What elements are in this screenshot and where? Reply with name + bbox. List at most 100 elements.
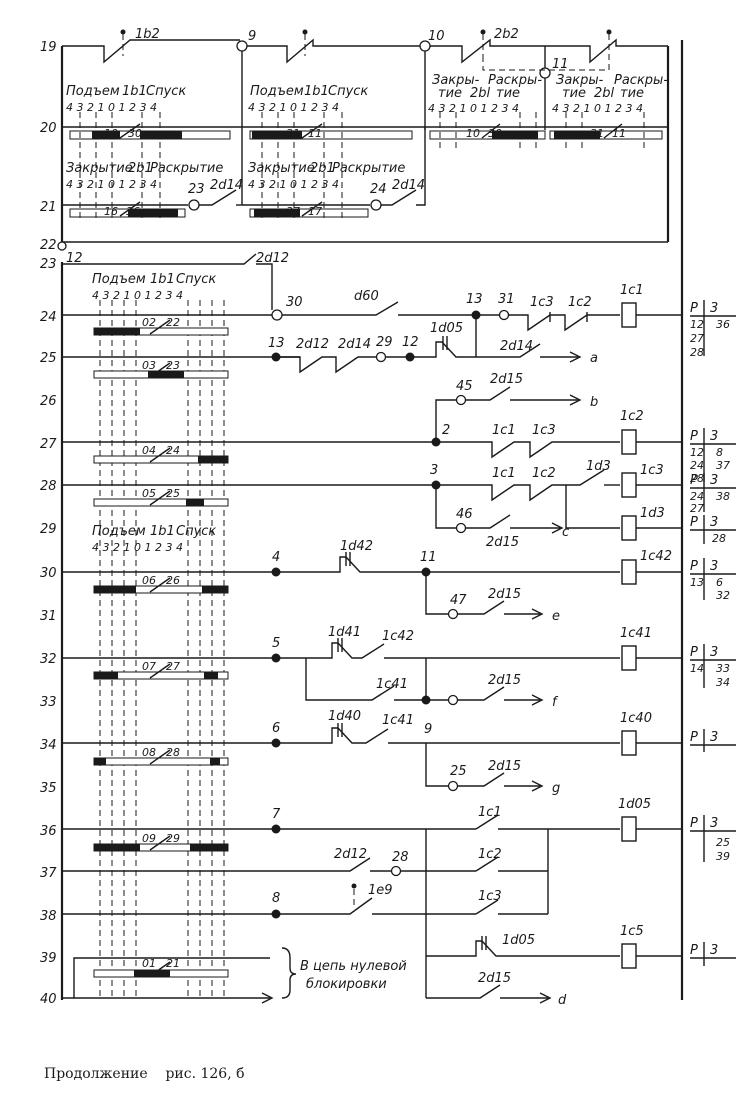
svg-text:28: 28: [712, 532, 726, 545]
svg-text:11: 11: [420, 550, 437, 565]
svg-text:2d14: 2d14: [500, 339, 533, 354]
svg-text:1c42: 1c42: [382, 629, 414, 644]
svg-text:24: 24: [690, 490, 704, 503]
reference-tables: P 3 12 36 27 28 P 3 12 8 24 37 28 P 3 24…: [690, 300, 736, 966]
row-number-33: 33: [40, 695, 57, 710]
contact-2b2-label: 2b2: [494, 27, 519, 42]
svg-text:29: 29: [376, 335, 393, 350]
svg-text:Подъем: Подъем: [250, 84, 304, 99]
coil-1d3: [621, 515, 637, 541]
node-23: [188, 199, 200, 211]
svg-text:1b1: 1b1: [150, 524, 175, 539]
node-47: [447, 608, 459, 620]
svg-text:33: 33: [716, 662, 730, 675]
svg-text:2d15: 2d15: [488, 587, 521, 602]
node-29: [375, 351, 387, 363]
svg-text:6: 6: [272, 721, 280, 736]
row-number-24: 24: [40, 310, 57, 325]
svg-text:11: 11: [308, 127, 322, 140]
svg-text:9: 9: [424, 722, 432, 737]
svg-text:36: 36: [716, 318, 730, 331]
node-28: [390, 865, 402, 877]
svg-text:3: 3: [710, 559, 718, 574]
row-34: 08 28 6 1d40 1c41 9 1c40 25 2d15 g: [62, 709, 682, 796]
row-number-26: 26: [40, 394, 57, 409]
svg-text:13: 13: [690, 576, 704, 589]
svg-text:30: 30: [286, 295, 303, 310]
svg-text:тие: тие: [620, 86, 644, 101]
svg-text:28: 28: [690, 346, 704, 359]
switch-block-left: Подъем 1b1 Спуск 4 3 2 1 0 1 2 3 4 10 30…: [62, 84, 243, 222]
svg-text:02: 02: [142, 316, 156, 329]
svg-text:3: 3: [710, 515, 718, 530]
row-number-21: 21: [40, 200, 57, 215]
svg-text:2: 2: [442, 423, 450, 438]
node-8: [271, 909, 281, 919]
node-45: [455, 394, 467, 406]
contact-1b2-label: 1b2: [135, 27, 160, 42]
svg-text:Раскры-: Раскры-: [614, 73, 668, 88]
node-46: [455, 522, 467, 534]
svg-text:P: P: [690, 816, 698, 831]
svg-text:08: 08: [142, 746, 156, 759]
svg-text:4 3 2 1 0 1 2 3 4: 4 3 2 1 0 1 2 3 4: [92, 289, 183, 302]
svg-text:25: 25: [716, 836, 730, 849]
svg-text:30: 30: [128, 127, 142, 140]
svg-text:46: 46: [456, 507, 473, 522]
node-7: [271, 824, 281, 834]
output-b: b: [590, 395, 598, 410]
svg-text:P: P: [690, 301, 698, 316]
row-26: 45 2d15 b: [435, 372, 598, 442]
row-number-22: 22: [40, 238, 57, 253]
svg-text:1d05: 1d05: [618, 797, 651, 812]
svg-text:P: P: [690, 943, 698, 958]
svg-text:P: P: [690, 515, 698, 530]
svg-text:1c41: 1c41: [376, 677, 408, 692]
node-10-label: 10: [428, 29, 445, 44]
svg-text:22: 22: [166, 316, 180, 329]
row-number-38: 38: [40, 909, 57, 924]
svg-text:01: 01: [142, 957, 156, 970]
node-6: [271, 738, 281, 748]
row-30: 06 26 4 1d42 11 1c42 47 2d15 e: [62, 539, 682, 624]
svg-text:P: P: [690, 645, 698, 660]
svg-text:13: 13: [466, 292, 483, 307]
svg-text:4 3 2 1 0 1 2 3 4: 4 3 2 1 0 1 2 3 4: [66, 101, 157, 114]
svg-text:2d15: 2d15: [478, 971, 511, 986]
svg-text:2bl: 2bl: [594, 86, 615, 101]
svg-text:1d41: 1d41: [328, 625, 361, 640]
note-line-2: блокировки: [306, 977, 387, 992]
svg-text:2d12: 2d12: [334, 847, 367, 862]
svg-text:1c2: 1c2: [478, 847, 502, 862]
row19-wire-b: [247, 38, 420, 64]
svg-text:17: 17: [308, 205, 322, 218]
svg-text:1e9: 1e9: [368, 883, 393, 898]
svg-text:12: 12: [690, 446, 704, 459]
svg-text:25: 25: [450, 764, 467, 779]
coil-1c40: [621, 730, 637, 756]
svg-text:31: 31: [286, 127, 300, 140]
svg-text:12: 12: [690, 318, 704, 331]
svg-text:2bl: 2bl: [470, 86, 491, 101]
row-number-35: 35: [40, 781, 57, 796]
node-9-label: 9: [248, 29, 256, 44]
output-a: a: [590, 351, 598, 366]
svg-text:21: 21: [166, 957, 180, 970]
output-g: g: [552, 781, 560, 796]
svg-text:4 3 2 1 0 1 2 3 4: 4 3 2 1 0 1 2 3 4: [428, 102, 519, 115]
coil-1d05: [621, 816, 637, 842]
svg-text:06: 06: [142, 574, 156, 587]
hdr-close-1: Закрытие: [66, 161, 133, 176]
svg-text:1c41: 1c41: [620, 626, 652, 641]
svg-text:тие: тие: [562, 86, 586, 101]
svg-text:23: 23: [166, 359, 180, 372]
svg-text:2d15: 2d15: [488, 673, 521, 688]
row-number-32: 32: [40, 652, 57, 667]
svg-text:11: 11: [612, 127, 626, 140]
coil-1c41: [621, 645, 637, 671]
svg-text:Раскры-: Раскры-: [488, 73, 542, 88]
node-24: [370, 199, 382, 211]
coil-1c2: [621, 429, 637, 455]
svg-text:1c2: 1c2: [620, 409, 644, 424]
svg-text:28: 28: [166, 746, 180, 759]
